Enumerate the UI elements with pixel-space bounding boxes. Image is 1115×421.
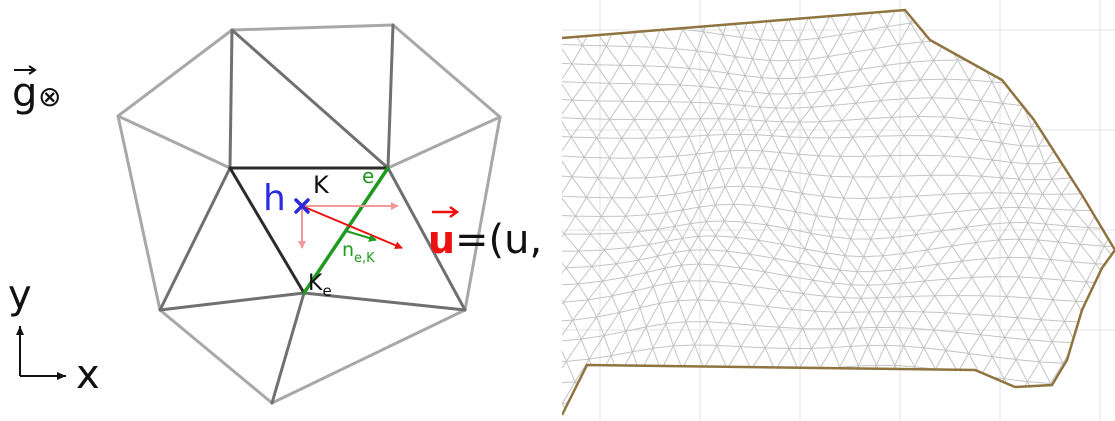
outer-mesh-edges [116, 23, 502, 405]
triangle-mesh-diagram: h K Ke e ne,K u =(u, g ⊗ y x [8, 23, 542, 405]
inner-mesh-edges [158, 23, 467, 405]
cell-K-label: K [313, 171, 330, 199]
mesh-edges [562, 10, 1115, 415]
gravity-g: g [12, 70, 37, 116]
axis-x-label: x [76, 352, 100, 398]
velocity-vector-label: u =(u, [428, 205, 542, 263]
background-grid [562, 0, 1115, 421]
gravity-label: g ⊗ [12, 65, 61, 116]
cell-K-outline [228, 166, 390, 295]
into-page-symbol: ⊗ [38, 80, 61, 113]
normal-label: ne,K [342, 239, 375, 266]
edge-e [302, 166, 390, 295]
cell-Ke-label: Ke [308, 271, 332, 300]
h-label: h [263, 178, 286, 219]
mesh-render-panel [562, 0, 1115, 421]
triangular-mesh [562, 10, 1115, 415]
axis-y-label: y [8, 272, 32, 318]
cell-center-marker [294, 198, 310, 214]
diagram-canvas: h K Ke e ne,K u =(u, g ⊗ y x [8, 23, 542, 405]
velocity-rhs: =(u, [455, 217, 542, 263]
velocity-symbol: u [428, 218, 455, 262]
velocity-arrow [301, 205, 403, 249]
mesh-canvas [562, 0, 1115, 421]
normal-arrow [345, 230, 377, 242]
edge-e-label: e [362, 164, 374, 188]
domain-boundary [562, 8, 1115, 416]
axes-indicator: y x [8, 272, 100, 398]
